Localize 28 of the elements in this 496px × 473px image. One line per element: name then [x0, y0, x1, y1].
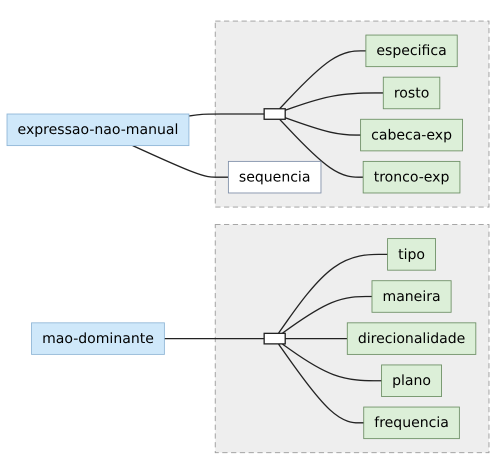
connector — [282, 343, 382, 382]
node-box: tronco-exp — [362, 160, 460, 194]
cluster — [214, 20, 490, 208]
node-box: mao-dominante — [31, 322, 165, 354]
connector — [285, 92, 384, 111]
node-box: maneira — [372, 280, 452, 312]
node-box: especifica — [365, 34, 458, 67]
connector — [132, 144, 228, 178]
connector — [279, 50, 366, 109]
node-box: rosto — [382, 76, 440, 109]
connector — [285, 338, 348, 339]
node-box: tipo — [387, 238, 436, 270]
connector — [278, 343, 364, 424]
node-box: sequencia — [228, 160, 322, 194]
connector — [164, 338, 264, 339]
node-box — [264, 332, 286, 344]
node-box: direcionalidade — [346, 322, 476, 354]
connector — [285, 116, 361, 136]
connector — [279, 118, 364, 178]
node-box: plano — [381, 364, 442, 397]
cluster — [214, 224, 490, 453]
node-box: frequencia — [363, 406, 460, 439]
node-box — [264, 108, 286, 120]
connector — [188, 113, 264, 116]
connector — [278, 253, 388, 334]
connector — [282, 296, 372, 334]
node-box: expressao-nao-manual — [6, 113, 190, 146]
node-box: cabeca-exp — [360, 118, 463, 151]
